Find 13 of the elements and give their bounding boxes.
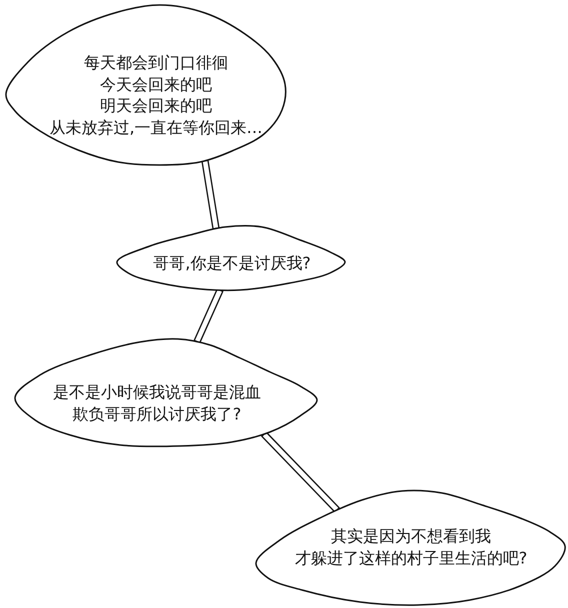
bubble-text: 从未放弃过,一直在等你回来… [49, 116, 263, 138]
bubble-text: 明天会回来的吧 [100, 95, 212, 116]
bubble-text: 其实是因为不想看到我 [331, 526, 491, 547]
bubble-connector [194, 288, 224, 344]
bubble-text: 哥哥,你是不是讨厌我? [153, 252, 311, 274]
bubble-connector [261, 431, 340, 513]
bubble-text: 才躲进了这样的村子里生活的吧? [294, 547, 528, 568]
bubble-text: 今天会回来的吧 [100, 74, 212, 95]
bubble-text: 每天都会到门口徘徊 [84, 52, 228, 74]
speech-bubble [4, 3, 287, 167]
bubble-text: 是不是小时候我说哥哥是混血欺负哥哥所以讨厌我了? [52, 382, 262, 424]
bubble-connector [201, 160, 220, 230]
speech-bubble [115, 225, 347, 292]
